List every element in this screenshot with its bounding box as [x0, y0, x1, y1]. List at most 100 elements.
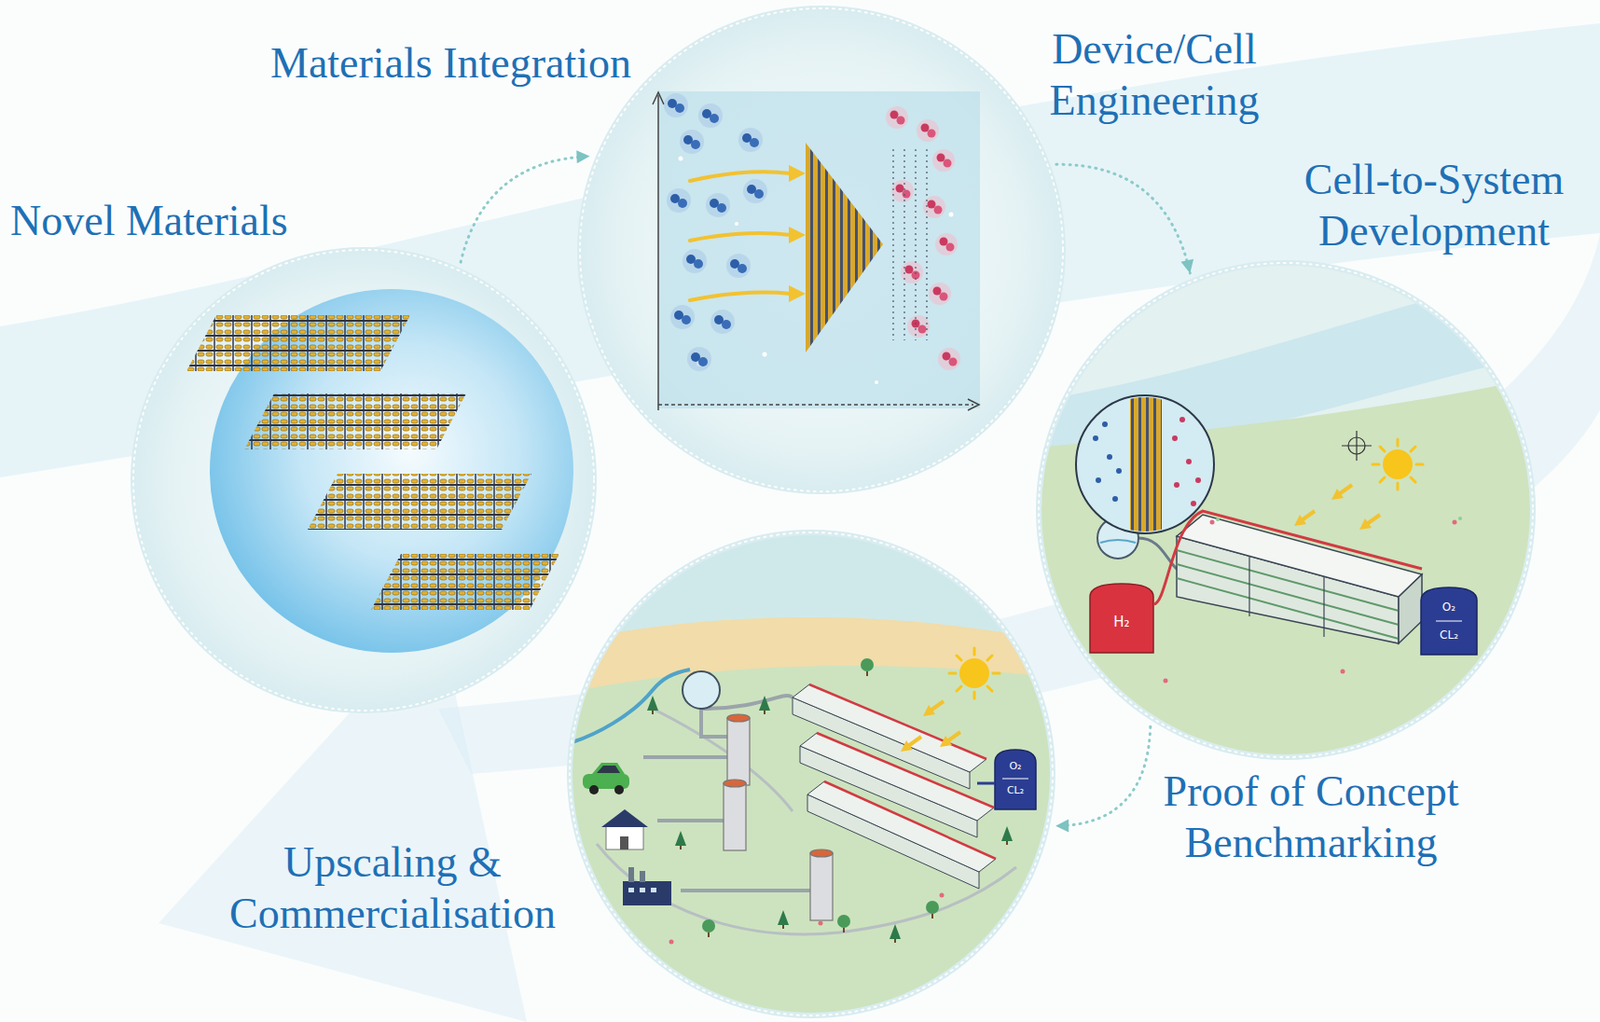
- flow-arrow: [1056, 164, 1191, 274]
- membrane-illustration: [705, 193, 731, 218]
- stage-title: Device/Cell Engineering: [1028, 23, 1281, 126]
- stage-title: Novel Materials: [10, 194, 289, 247]
- plant-illustration: [727, 717, 750, 786]
- membrane-illustration: [928, 282, 952, 305]
- plant-illustration: [589, 785, 599, 795]
- plant-illustration: [675, 830, 687, 850]
- membrane-illustration: [935, 233, 958, 256]
- cell-system-illustration: [1163, 520, 1458, 684]
- cell-system-illustration: [1190, 500, 1197, 507]
- plant-illustration: [923, 701, 944, 717]
- cell-system-illustration: [1092, 396, 1201, 537]
- circle-outline: [1038, 262, 1533, 758]
- tank-label: O₂: [1008, 760, 1021, 773]
- plant-illustration: [652, 708, 793, 812]
- membrane-illustration: [710, 309, 735, 334]
- circle-outline: [566, 529, 1056, 1019]
- plant-illustration: [682, 671, 720, 709]
- materials-illustration: [130, 247, 597, 714]
- stage-title: Materials Integration: [270, 37, 632, 89]
- membrane-illustration: [658, 91, 980, 409]
- plant-illustration: [559, 522, 1063, 1022]
- plant-illustration: [792, 684, 996, 889]
- plant-illustration: [1001, 826, 1013, 845]
- flow-arrow: [1055, 726, 1151, 826]
- plant-illustration: [559, 522, 1063, 1022]
- plant-illustration: [889, 924, 901, 943]
- plant-illustration: [628, 887, 657, 893]
- plant-illustration: [818, 921, 824, 926]
- tank-label: CL₂: [1006, 785, 1024, 797]
- plant-illustration: [628, 867, 635, 883]
- membrane-illustration: [738, 127, 763, 152]
- plant-illustration: [939, 893, 945, 898]
- materials-illustration: [307, 473, 532, 530]
- plant-illustration: [582, 762, 630, 795]
- membrane-illustration: [914, 149, 916, 341]
- plant-illustration: [701, 708, 728, 737]
- membrane-illustration: [925, 149, 927, 341]
- membrane-illustration: [698, 103, 723, 128]
- materials-illustration: [371, 553, 560, 610]
- cell-system-illustration: [1195, 477, 1201, 483]
- plant-illustration: [727, 714, 750, 722]
- cell-system-illustration: [1372, 439, 1423, 490]
- plant-illustration: [596, 765, 621, 773]
- membrane-illustration: [932, 149, 955, 172]
- membrane-illustration: [743, 179, 768, 204]
- plant-illustration: [639, 887, 646, 893]
- plant-illustration: [702, 919, 716, 938]
- plant-illustration: [628, 887, 635, 893]
- cell-system-illustration: [1172, 416, 1201, 507]
- membrane-illustration: [689, 233, 791, 241]
- plant-illustration: [837, 914, 851, 933]
- cell-system-illustration: [1100, 539, 1136, 543]
- circle-outline: [577, 5, 1066, 495]
- membrane-illustration: [874, 380, 879, 385]
- membrane-illustration: [788, 226, 806, 244]
- membrane-illustration: [805, 142, 883, 353]
- cell-system-illustration: [1186, 458, 1192, 465]
- membrane-illustration: [652, 92, 664, 105]
- plant-illustration: [601, 809, 649, 828]
- membrane-illustration: [689, 292, 791, 301]
- plant-illustration: [723, 783, 746, 851]
- cell-system-illustration: [1331, 484, 1352, 500]
- membrane-illustration: [892, 149, 894, 341]
- membrane-illustration: [967, 399, 980, 411]
- plant-illustration: [977, 782, 995, 786]
- stage-title: Proof of Concept Benchmarking: [1152, 765, 1470, 869]
- plant-illustration: [949, 648, 1000, 699]
- membrane-illustration: [679, 129, 704, 154]
- stage-title: Cell-to-System Development: [1294, 153, 1574, 257]
- membrane-illustration: [762, 352, 768, 358]
- membrane-illustration: [657, 95, 660, 411]
- cell-system-illustration: [1176, 514, 1422, 597]
- cell-system-illustration: [1420, 587, 1477, 655]
- membrane-illustration: [689, 171, 791, 301]
- stage-circle: Materials IntegrationDevice/Cell Enginee…: [577, 5, 1066, 495]
- cell-system-illustration: [1294, 510, 1315, 526]
- cell-system-illustration: [1116, 468, 1122, 474]
- plant-illustration: [643, 755, 728, 759]
- cell-system-illustration: [1034, 377, 1539, 765]
- flow-arrow: [460, 150, 590, 263]
- plant-illustration: [622, 867, 672, 906]
- membrane-illustration: [689, 171, 791, 181]
- materials-illustration: [186, 315, 411, 372]
- membrane-illustration: [891, 179, 914, 203]
- flow-arrow: [1056, 164, 1194, 274]
- cell-system-illustration: [1106, 454, 1113, 460]
- plant-illustration: [807, 781, 996, 872]
- cell-system-illustration: [1215, 516, 1463, 522]
- arrow-head: [1180, 259, 1194, 274]
- plant-illustration: [669, 893, 945, 945]
- tank-label: H₂: [1113, 615, 1130, 631]
- flow-arrow: [1055, 726, 1151, 832]
- membrane-illustration: [682, 248, 707, 274]
- cell-system-illustration: [1458, 516, 1463, 521]
- membrane-illustration: [937, 347, 961, 371]
- cell-system-illustration: [1435, 620, 1463, 621]
- membrane-illustration: [788, 285, 806, 303]
- stage-title: Upscaling & Commercialisation: [215, 836, 570, 939]
